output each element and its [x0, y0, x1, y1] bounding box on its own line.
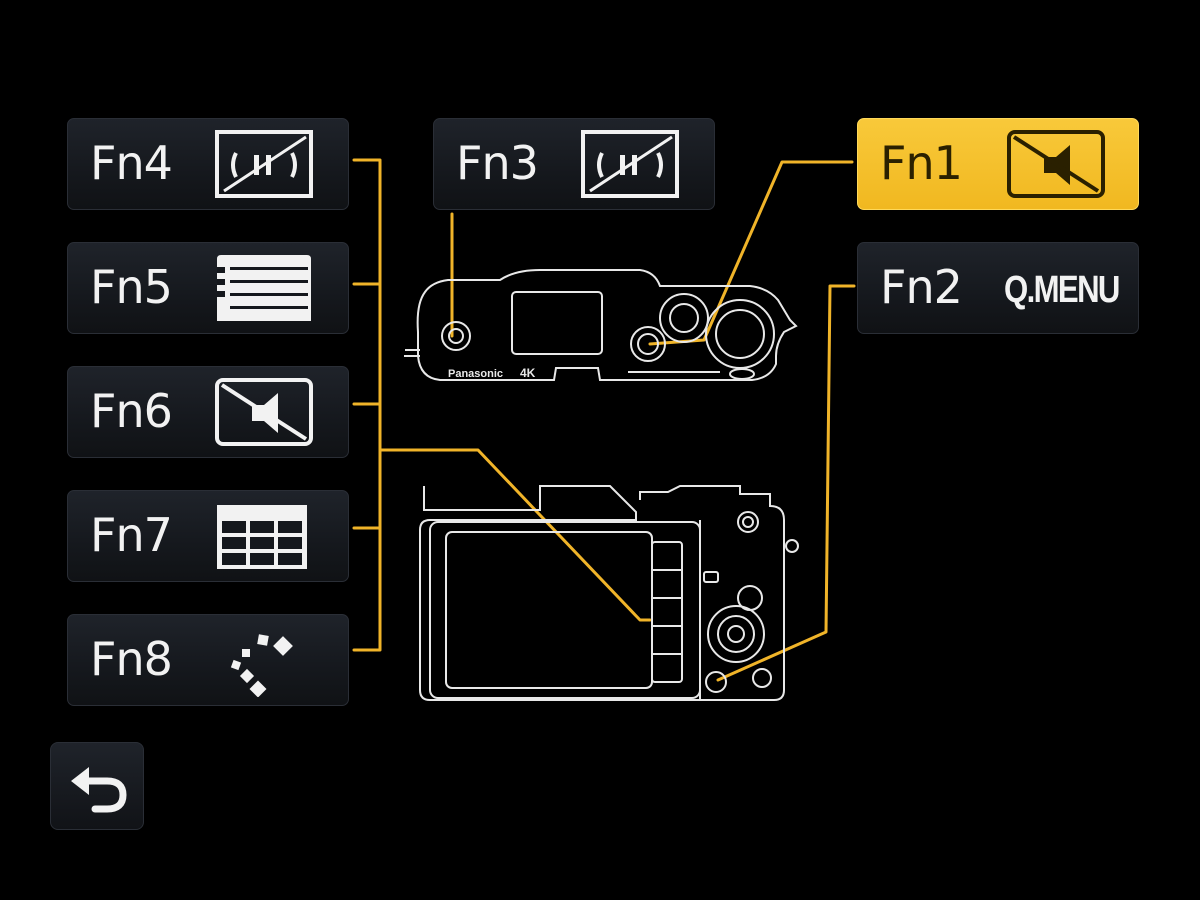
fn7-label: Fn7	[90, 508, 173, 562]
return-arrow-icon	[71, 767, 127, 813]
fn7-button[interactable]: Fn7	[67, 490, 349, 582]
fn2-button[interactable]: Fn2 Q.MENU	[857, 242, 1139, 334]
fn5-button[interactable]: Fn5	[67, 242, 349, 334]
fn6-button[interactable]: Fn6	[67, 366, 349, 458]
fn4-button[interactable]: Fn4	[67, 118, 349, 210]
leader-lines	[352, 158, 856, 682]
resolution-badge: 4K	[520, 366, 536, 380]
silent-mode-icon	[1007, 130, 1105, 198]
quick-menu-text: Q.MENU	[1004, 269, 1120, 311]
dots-spiral-icon	[230, 634, 293, 697]
fn2-label: Fn2	[880, 260, 963, 314]
grid-icon	[217, 505, 307, 569]
fn6-label: Fn6	[90, 384, 173, 438]
fn1-label: Fn1	[880, 136, 963, 190]
wifi-off-icon	[581, 130, 679, 198]
silent-mode-icon	[215, 378, 313, 446]
wifi-off-icon	[215, 130, 313, 198]
fn1-button[interactable]: Fn1	[857, 118, 1139, 210]
brand-text: Panasonic	[448, 368, 503, 380]
fn4-label: Fn4	[90, 136, 173, 190]
fn3-button[interactable]: Fn3	[433, 118, 715, 210]
fn8-button[interactable]: Fn8	[67, 614, 349, 706]
fn8-label: Fn8	[90, 632, 173, 686]
fn5-label: Fn5	[90, 260, 173, 314]
camera-rear-view	[419, 485, 799, 701]
fn3-label: Fn3	[456, 136, 539, 190]
back-button[interactable]	[50, 742, 144, 830]
list-menu-icon	[217, 255, 311, 321]
camera-top-view	[404, 269, 798, 381]
